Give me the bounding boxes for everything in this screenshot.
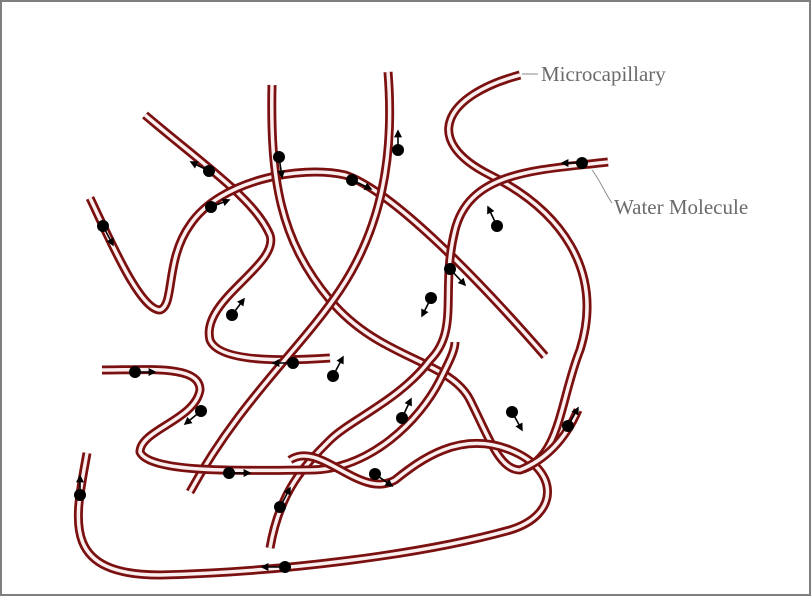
water-molecule xyxy=(392,131,404,156)
water-molecule-label: Water Molecule xyxy=(614,195,748,219)
water-molecule xyxy=(422,292,437,316)
tube-3 xyxy=(272,75,587,470)
tube-1 xyxy=(145,115,330,360)
water-molecule xyxy=(488,207,503,232)
tube-4 xyxy=(190,72,390,492)
microcapillary-label: Microcapillary xyxy=(541,62,666,86)
water-molecule xyxy=(506,406,522,430)
water-molecules xyxy=(74,131,588,573)
water-molecule-leader xyxy=(592,170,612,203)
microcapillary-tubes xyxy=(78,72,608,575)
